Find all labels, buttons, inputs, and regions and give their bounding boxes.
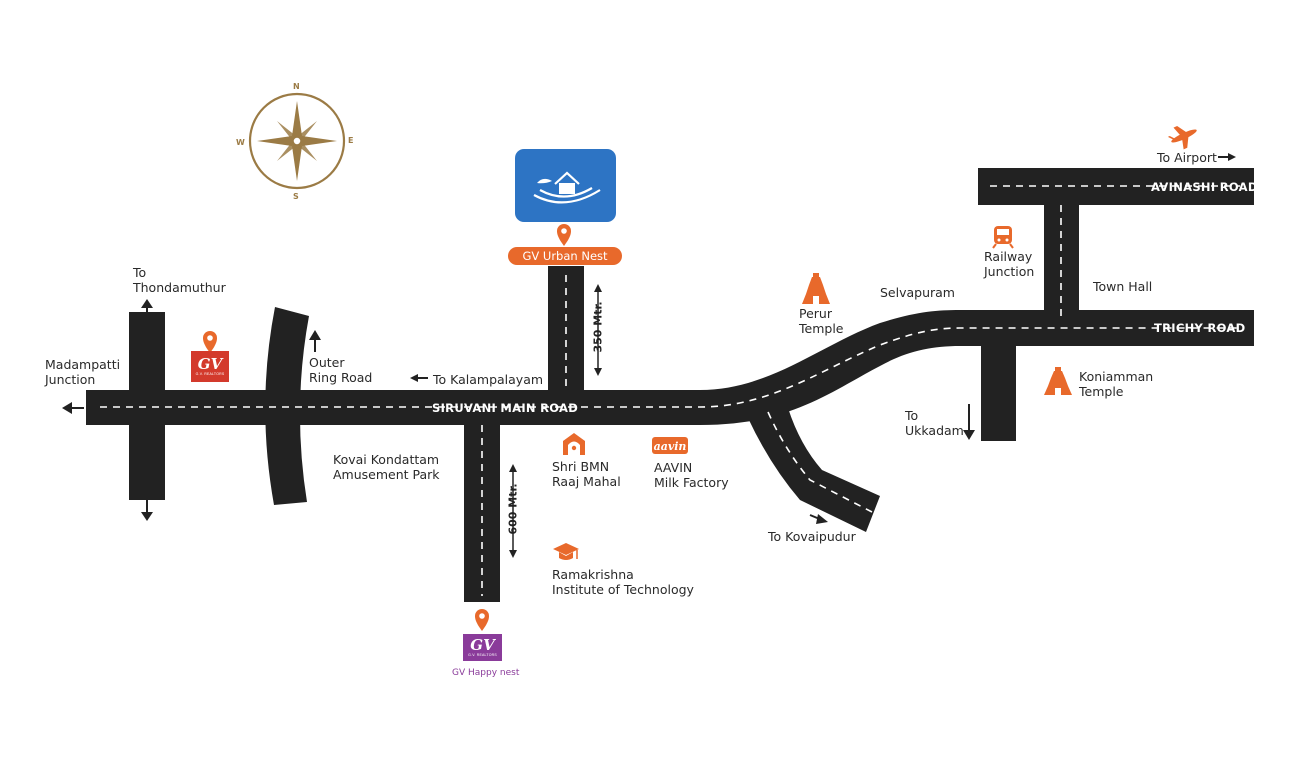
happy-nest-logo: GV G.V. REALTORS xyxy=(463,634,502,661)
south-distance-label: 600 Mtr. xyxy=(506,483,520,535)
siruvani-road-label: SIRUVANI MAIN ROAD xyxy=(432,401,579,415)
avinashi-road xyxy=(978,168,1254,205)
label-airport: To Airport xyxy=(1157,150,1217,165)
pin-urban-nest-icon xyxy=(557,224,571,246)
gv-logo-text: GV xyxy=(197,355,223,373)
railway-train-icon xyxy=(992,226,1014,249)
compass-east: E xyxy=(348,136,354,145)
compass-rose-icon xyxy=(248,92,346,190)
kovaipudur-road xyxy=(748,408,880,532)
pin-happy-nest-icon xyxy=(475,609,489,631)
label-town-hall: Town Hall xyxy=(1093,279,1153,294)
ukkadam-road xyxy=(981,330,1016,441)
north-distance-label: 350 Mtr. xyxy=(591,301,605,353)
airplane-icon xyxy=(1167,125,1197,150)
perur-temple-icon xyxy=(802,273,830,304)
project-logo-icon xyxy=(515,149,616,222)
distance-markers xyxy=(509,284,602,558)
label-kovaipudur: To Kovaipudur xyxy=(768,529,856,544)
pin-gv-realtors-icon xyxy=(203,331,217,353)
project-name-badge[interactable]: GV Urban Nest xyxy=(508,247,622,265)
avinashi-road-label: AVINASHI ROAD xyxy=(1151,180,1258,194)
compass-south: S xyxy=(293,192,299,201)
trichy-road-label: TRICHY ROAD xyxy=(1154,321,1246,335)
lane-markings xyxy=(100,185,1240,596)
siruvani-main-road xyxy=(86,310,1254,425)
label-selvapuram: Selvapuram xyxy=(880,285,955,300)
direction-arrows xyxy=(62,153,1236,524)
compass-west: W xyxy=(236,138,245,147)
koniamman-temple-icon xyxy=(1044,367,1072,395)
happy-nest-label[interactable]: GV Happy nest xyxy=(452,668,520,678)
svg-text:aavin: aavin xyxy=(654,440,687,453)
compass-north: N xyxy=(293,82,300,91)
graduation-cap-icon xyxy=(553,543,579,560)
happy-nest-logo-text: GV xyxy=(470,636,495,654)
gv-logo-sub: G.V. REALTORS xyxy=(195,372,225,376)
happy-nest-logo-sub: G.V. REALTORS xyxy=(468,653,497,657)
roads xyxy=(86,168,1254,602)
gv-realtors-logo: GV G.V. REALTORS xyxy=(191,351,229,382)
location-pins xyxy=(203,224,571,631)
aavin-logo-icon: aavin xyxy=(652,437,688,454)
label-kalampalayam: To Kalampalayam xyxy=(433,372,544,387)
marriage-hall-icon xyxy=(563,433,585,455)
